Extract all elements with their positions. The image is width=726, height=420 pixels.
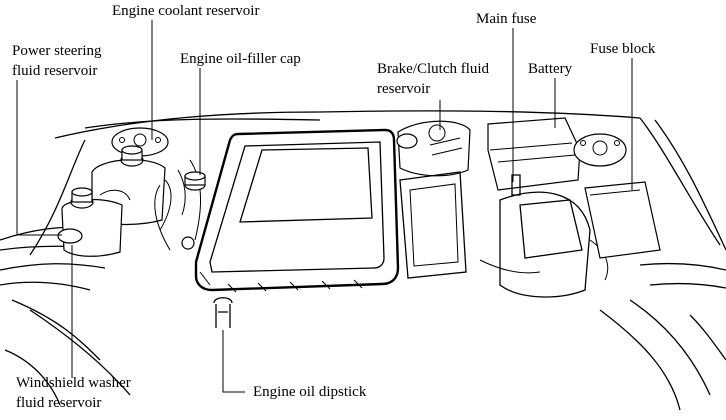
transmission-body <box>479 191 609 298</box>
label-engine-coolant-reservoir: Engine coolant reservoir <box>112 3 260 19</box>
leader-lines <box>16 20 633 393</box>
label-power-steering-line1: Power steering <box>12 43 102 59</box>
hoses <box>154 159 201 251</box>
fuse-block-body <box>584 181 661 259</box>
label-engine-oil-dipstick: Engine oil dipstick <box>253 384 367 400</box>
label-engine-oil-filler-cap: Engine oil-filler cap <box>180 51 301 67</box>
fender-outline <box>0 110 726 411</box>
label-brake-clutch-line1: Brake/Clutch fluid <box>377 61 490 77</box>
label-battery: Battery <box>528 61 573 77</box>
battery-body <box>487 117 581 196</box>
washer-reservoir-body <box>57 187 131 257</box>
label-fuse-block: Fuse block <box>590 41 656 57</box>
dipstick-handle <box>213 297 233 328</box>
label-power-steering-line2: fluid reservoir <box>12 63 98 79</box>
label-windshield-washer-line2: fluid reservoir <box>16 395 102 411</box>
engine-cover <box>194 128 400 293</box>
label-windshield-washer-line1: Windshield washer <box>16 375 131 391</box>
brake-reservoir-body <box>396 120 471 279</box>
label-main-fuse: Main fuse <box>476 11 537 27</box>
label-brake-clutch-line2: reservoir <box>377 81 431 97</box>
oil-filler-cap <box>181 171 206 250</box>
right-strut-tower <box>573 133 627 167</box>
